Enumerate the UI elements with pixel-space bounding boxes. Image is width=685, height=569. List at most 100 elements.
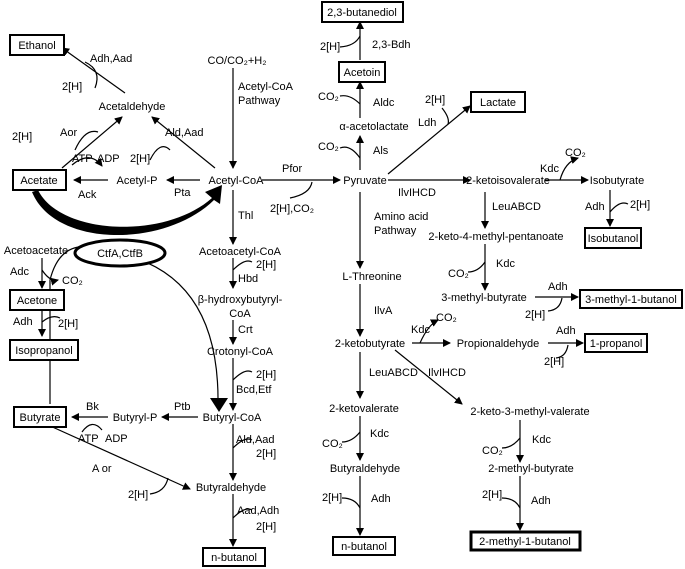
enzyme-acetyl-coa-pathway: Acetyl-CoA bbox=[238, 81, 294, 93]
cofactor-curve bbox=[149, 146, 171, 161]
atp-curve bbox=[81, 423, 103, 433]
cofactor-curve bbox=[441, 107, 449, 125]
enzyme-leuabcd-1: LeuABCD bbox=[492, 201, 541, 213]
enzyme-adc: Adc bbox=[10, 266, 29, 278]
product-lactate: Lactate bbox=[480, 97, 516, 109]
cofactor-h2: 2[H] bbox=[58, 318, 78, 330]
cofactor-curve bbox=[149, 477, 169, 495]
metabolite-keto-4-methyl: 2-keto-4-methyl-pentanoate bbox=[428, 231, 563, 243]
product-n-butanol-2: n-butanol bbox=[341, 541, 387, 553]
enzyme-bk: Bk bbox=[86, 401, 99, 413]
isopropanol-box bbox=[9, 339, 79, 361]
cofactor-atp: ATP bbox=[72, 153, 93, 165]
metabolite-acetyl-coa: Acetyl-CoA bbox=[208, 175, 264, 187]
enzyme-als: Als bbox=[373, 145, 389, 157]
enzyme-kdc-4: Kdc bbox=[370, 428, 389, 440]
cofactor-h2: 2[H] bbox=[544, 356, 564, 368]
product-isopropanol: Isopropanol bbox=[15, 345, 73, 357]
enzyme-ack: Ack bbox=[78, 189, 97, 201]
enzyme-leuabcd-2: LeuABCD bbox=[369, 367, 418, 379]
cofactor-curve bbox=[232, 260, 253, 271]
cofactor-h2: 2[H] bbox=[12, 131, 32, 143]
product-3-methyl-1-butanol: 3-methyl-1-butanol bbox=[585, 294, 677, 306]
arrow-aor bbox=[61, 116, 123, 169]
cofactor-co2: CO₂ bbox=[482, 445, 503, 457]
enzyme-kdc-1: Kdc bbox=[540, 163, 559, 175]
enzyme-adh-4: Adh bbox=[556, 325, 576, 337]
product-isobutanol: Isobutanol bbox=[588, 233, 639, 245]
metabolite-hydroxybutyryl: β-hydroxybutyryl- bbox=[198, 294, 283, 306]
metabolite-keto-3-methyl: 2-keto-3-methyl-valerate bbox=[470, 406, 589, 418]
cofactor-curve bbox=[555, 344, 569, 359]
enzyme-crt: Crt bbox=[238, 324, 253, 336]
cofactor-co2: CO₂ bbox=[318, 141, 339, 153]
enzyme-aor: Aor bbox=[60, 127, 77, 139]
metabolite-co-co2-h2: CO/CO₂+H₂ bbox=[208, 55, 267, 67]
product-n-butanol-1: n-butanol bbox=[211, 552, 257, 564]
enzyme-adh-2: Adh bbox=[585, 201, 605, 213]
cofactor-h2: 2[H] bbox=[256, 448, 276, 460]
2-methyl-1-butanol-box bbox=[469, 530, 582, 552]
cofactor-h2: 2[H] bbox=[320, 41, 340, 53]
arrow-ldh bbox=[387, 105, 471, 175]
cofactor-h2: 2[H] bbox=[482, 489, 502, 501]
3-methyl-1-butanol-box bbox=[579, 289, 683, 309]
cofactor-curve bbox=[41, 316, 61, 323]
enzyme-pta: Pta bbox=[174, 187, 191, 199]
arrow-a-or bbox=[47, 424, 191, 490]
metabolite-acetoacetyl-coa: Acetoacetyl-CoA bbox=[199, 246, 282, 258]
metabolite-hydroxybutyryl-2: CoA bbox=[229, 308, 251, 320]
metabolite-acetaldehyde: Acetaldehyde bbox=[99, 101, 166, 113]
cofactor-co2: CO₂ bbox=[448, 268, 469, 280]
enzyme-ldh: Ldh bbox=[418, 117, 436, 129]
cofactor-curve bbox=[232, 508, 253, 519]
cofactor-h2: 2[H] bbox=[256, 521, 276, 533]
co2-curve bbox=[501, 437, 521, 449]
1-propanol-box bbox=[584, 333, 648, 353]
cofactor-co2: CO₂ bbox=[436, 312, 457, 324]
metabolite-ketoisovalerate: 2-ketoisovalerate bbox=[466, 175, 550, 187]
cofactor-h2: 2[H] bbox=[128, 489, 148, 501]
enzyme-adh-6: Adh bbox=[531, 495, 551, 507]
enzyme-adh-1: Adh bbox=[13, 316, 33, 328]
arrow-ilvihcd-2 bbox=[394, 349, 463, 405]
cofactor-h2: 2[H] bbox=[256, 369, 276, 381]
co2-curve bbox=[339, 146, 361, 159]
loop-to-butyryl-coa bbox=[109, 251, 219, 406]
enzyme-ald-aad-2: Ald,Aad bbox=[236, 434, 275, 446]
metabolite-propionaldehyde: Propionaldehyde bbox=[457, 338, 540, 350]
co2-curve bbox=[41, 269, 59, 286]
enzyme-hbd: Hbd bbox=[238, 273, 258, 285]
metabolite-isobutyrate: Isobutyrate bbox=[590, 175, 644, 187]
enzyme-amino-acid-2: Pathway bbox=[374, 225, 417, 237]
enzyme-ctfa-ctfb: CtfA,CtfB bbox=[97, 248, 143, 260]
cofactor-curve bbox=[501, 497, 521, 509]
co2-curve bbox=[559, 156, 579, 181]
enzyme-ilva: IlvA bbox=[374, 305, 393, 317]
cofactor-curve bbox=[84, 61, 98, 89]
cofactor-h2: 2[H] bbox=[322, 492, 342, 504]
cofactor-h2: 2[H] bbox=[62, 81, 82, 93]
thick-arrowhead bbox=[210, 398, 228, 412]
n-butanol-box-1 bbox=[202, 547, 266, 567]
cofactor-curve bbox=[74, 130, 99, 151]
cofactor-curve bbox=[341, 497, 361, 509]
lactate-box bbox=[470, 91, 526, 113]
enzyme-ilvihcd-1: IlvIHCD bbox=[398, 187, 436, 199]
enzyme-aad-adh: Aad,Adh bbox=[237, 505, 279, 517]
metabolite-3-methyl-butyrate: 3-methyl-butyrate bbox=[441, 292, 527, 304]
product-butyrate: Butyrate bbox=[20, 412, 61, 424]
enzyme-adh-5: Adh bbox=[371, 493, 391, 505]
metabolite-butyryl-coa: Butyryl-CoA bbox=[203, 412, 262, 424]
cofactor-adp: ADP bbox=[105, 433, 128, 445]
arrow-ald-aad bbox=[151, 116, 216, 169]
cofactor-atp: ATP bbox=[78, 433, 99, 445]
acetate-box bbox=[12, 169, 67, 191]
cofactor-co2: CO₂ bbox=[318, 91, 339, 103]
metabolite-butyryl-p: Butyryl-P bbox=[113, 412, 158, 424]
co2-curve bbox=[419, 319, 439, 344]
enzyme-pfor: Pfor bbox=[282, 163, 303, 175]
cofactor-curve bbox=[232, 438, 253, 449]
acetone-box bbox=[9, 289, 65, 311]
